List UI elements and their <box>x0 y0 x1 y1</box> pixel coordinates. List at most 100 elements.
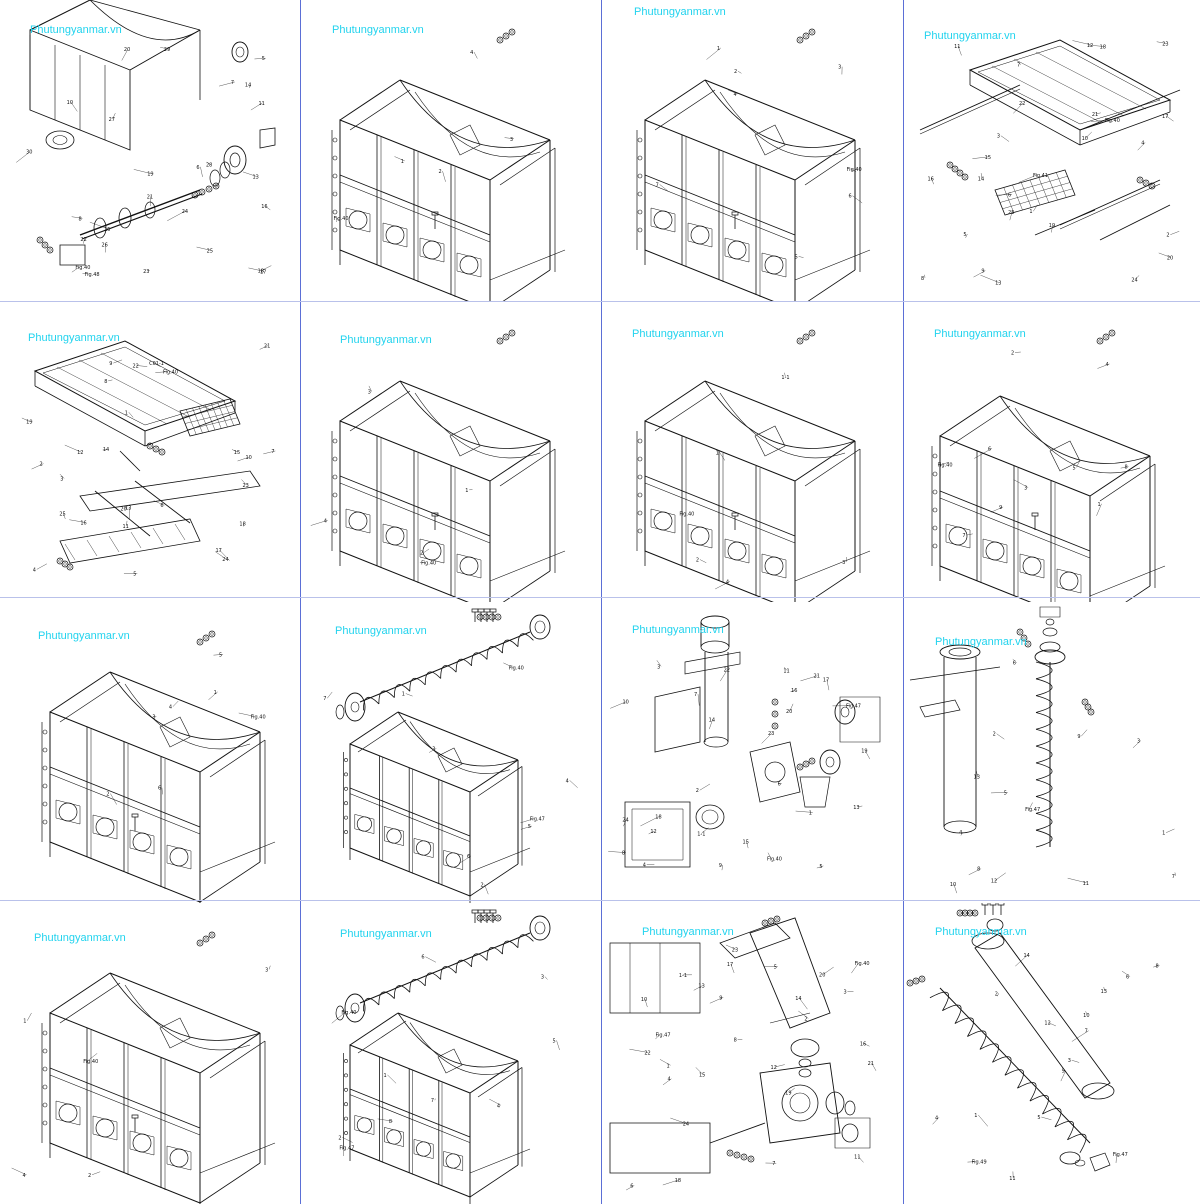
callout-label: 12 <box>650 829 656 835</box>
callout-label: Fig.47 <box>1025 807 1040 813</box>
callout-label: 25 <box>1008 210 1014 216</box>
callout-label: 3 <box>265 967 268 973</box>
callout-label: Fig.40 <box>163 370 178 376</box>
callout-label: 3 <box>657 664 660 670</box>
callout-label: 1 <box>974 1113 977 1119</box>
watermark-text: Phutungyanmar.vn <box>632 328 724 340</box>
callout-label: 7 <box>772 1161 775 1167</box>
callout-label: 1 <box>1098 502 1101 508</box>
callout-label: 14 <box>709 717 715 723</box>
callout-label: 8 <box>622 851 625 857</box>
callout-label: 8 <box>977 867 980 873</box>
callout-label: 23 <box>242 483 248 489</box>
callout-label: 3 <box>838 65 841 71</box>
callout-label: 21 <box>1092 112 1098 118</box>
callout-label: 28 <box>206 162 212 168</box>
callout-label: 8 <box>104 379 107 385</box>
diagram-panel-p8: Fig.40123456789 <box>900 301 1200 602</box>
callout-label: 7 <box>271 449 274 455</box>
callout-label: Fig.40 <box>847 167 862 173</box>
callout-label: 19 <box>861 749 867 755</box>
callout-label: 21 <box>147 194 153 200</box>
callout-label: 24 <box>182 209 188 215</box>
callout-label: 3 <box>1137 738 1140 744</box>
callout-label: Fig.40 <box>341 1010 356 1016</box>
callout-label: 23 <box>1162 41 1168 47</box>
callout-label: Fig.40 <box>83 1059 98 1065</box>
callout-label: 2 <box>420 550 423 556</box>
callout-label: Fig.47 <box>655 1033 670 1039</box>
callout-label: 4 <box>959 830 962 836</box>
callout-label: 1 <box>125 410 128 416</box>
callout-label: 17 <box>823 678 829 684</box>
callout-label: 22 <box>80 237 86 243</box>
callout-label: 30 <box>26 150 32 156</box>
callout-label: 15 <box>743 839 749 845</box>
callout-label: 25 <box>207 248 213 254</box>
callout-label: 3 <box>842 560 845 566</box>
callout-label: 26 <box>101 242 107 248</box>
callout-label: 12 <box>1044 1021 1050 1027</box>
callout-label: 1 <box>23 1019 26 1025</box>
callout-label: 29 <box>164 47 170 53</box>
watermark-text: Phutungyanmar.vn <box>340 334 432 346</box>
callout-label: 1 <box>716 450 719 456</box>
callout-label: 5 <box>219 652 222 658</box>
callout-label: 1-1 <box>697 832 705 838</box>
callout-label: 2 <box>696 558 699 564</box>
callout-label: 2 <box>106 792 109 798</box>
watermark-text: Phutungyanmar.vn <box>335 625 427 637</box>
panel-divider-vertical <box>300 0 301 1204</box>
callout-label: 5 <box>774 965 777 971</box>
watermark-text: Phutungyanmar.vn <box>642 926 734 938</box>
callout-label: 2 <box>1166 233 1169 239</box>
panel-divider-horizontal <box>0 900 1200 901</box>
callout-label: 8 <box>1156 963 1159 969</box>
callout-label: 1 <box>214 690 217 696</box>
callout-label: 13 <box>995 281 1001 287</box>
exploded-parts-drawing: Fig.40C01-112345678910111213141516171819… <box>21 340 276 577</box>
diagram-panel-p15: Fig.40Fig.471-11234567891011121314151617… <box>600 903 900 1204</box>
callout-label: 5 <box>795 254 798 260</box>
callout-label: 2 <box>439 169 442 175</box>
callout-label: 11 <box>258 101 264 107</box>
callout-label: 11 <box>783 669 789 675</box>
callout-label: 20 <box>819 972 825 978</box>
panel-divider-horizontal <box>0 301 1200 302</box>
callout-label: 4 <box>324 518 327 524</box>
callout-label: 19 <box>26 420 32 426</box>
callout-label: 22 <box>644 1051 650 1057</box>
callout-label: 21 <box>814 674 820 680</box>
callout-label: 2 <box>995 991 998 997</box>
callout-label: Fig.40 <box>855 961 870 967</box>
callout-label: 1 <box>717 46 720 52</box>
callout-label: 9 <box>1077 734 1080 740</box>
callout-label: Fig.40 <box>767 856 782 862</box>
callout-label: 11 <box>954 44 960 50</box>
callout-label: 6 <box>630 1183 633 1189</box>
callout-label: 7 <box>962 533 965 539</box>
callout-label: 4 <box>935 1115 938 1121</box>
callout-label: Fig.47 <box>1113 1152 1128 1158</box>
callout-label: 1 <box>465 488 468 494</box>
callout-label: 17 <box>215 548 221 554</box>
callout-label: 7 <box>431 1098 434 1104</box>
callout-label: 16 <box>80 520 86 526</box>
callout-label: Fig.40 <box>679 512 694 518</box>
callout-label: 21 <box>868 1061 874 1067</box>
watermark-text: Phutungyanmar.vn <box>34 932 126 944</box>
callout-label: 2 <box>481 882 484 888</box>
callout-label: 9 <box>109 361 112 367</box>
callout-label: 18 <box>258 268 264 274</box>
